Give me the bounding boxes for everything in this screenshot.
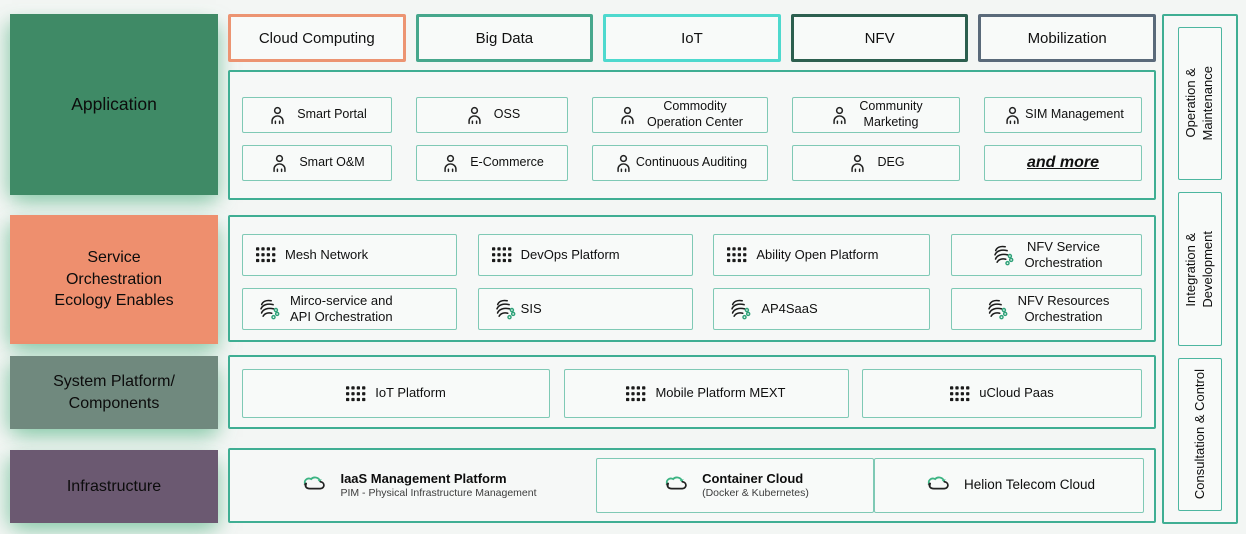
layer-block-application: Application <box>10 14 218 195</box>
app-item-label: Continuous Auditing <box>635 155 748 170</box>
tab-mobilization: Mobilization <box>978 14 1156 62</box>
infra-item-title: IaaS Management Platform <box>340 470 507 486</box>
person-icon <box>617 105 638 126</box>
cloud-sync-icon <box>923 474 952 497</box>
layer-block-infrastructure: Infrastructure <box>10 450 218 523</box>
app-item-label: Commodity Operation Center <box>647 99 743 129</box>
rail-item-label: Consultation & Control <box>1191 369 1207 500</box>
right-rail: Operation & Maintenance Integration & De… <box>1162 14 1238 524</box>
service-item-ap4saas: AP4SaaS <box>713 288 931 330</box>
service-item-label: NFV Service Orchestration <box>1024 238 1103 270</box>
infra-item-helion-telecom-cloud: Helion Telecom Cloud <box>874 458 1144 513</box>
rail-item-operation-maintenance: Operation & Maintenance <box>1178 27 1222 181</box>
service-item-label: NFV Resources Orchestration <box>1017 292 1110 324</box>
app-item-and-more: and more <box>984 145 1142 181</box>
app-grid-icon <box>950 386 970 402</box>
service-item-nfv-service-orchestration: NFV Service Orchestration <box>950 234 1142 276</box>
infra-item-title: Container Cloud <box>702 470 804 486</box>
app-grid-icon <box>626 386 646 402</box>
orchestration-wave-icon <box>727 297 752 321</box>
infra-item-iaas-management-platform: IaaS Management Platform PIM - Physical … <box>240 458 596 513</box>
app-item-label: OSS <box>493 107 521 122</box>
system-item-ucloud-paas: uCloud Paas <box>862 369 1142 418</box>
service-item-label: AP4SaaS <box>761 300 818 316</box>
service-item-sis: SIS <box>477 288 693 330</box>
service-item-devops-platform: DevOps Platform <box>477 234 693 276</box>
service-item-label: Ability Open Platform <box>756 246 879 262</box>
and-more-label: and more <box>1026 154 1099 171</box>
application-row: Smart Portal OSS Commodity Operation Cen… <box>228 70 1156 200</box>
rail-item-label: Operation & Maintenance <box>1183 66 1215 141</box>
app-item-label: DEG <box>877 155 905 170</box>
app-grid-icon <box>492 247 512 263</box>
service-item-label: SIS <box>520 300 542 316</box>
cloud-sync-icon <box>299 474 328 497</box>
infra-item-subtitle: (Docker & Kubernetes) <box>702 486 809 499</box>
layer-block-system-platform: System Platform/ Components <box>10 356 218 429</box>
infrastructure-row: IaaS Management Platform PIM - Physical … <box>228 448 1156 523</box>
infra-item-container-cloud: Container Cloud (Docker & Kubernetes) <box>596 458 874 513</box>
cloud-sync-icon <box>661 474 690 497</box>
app-item-label: E-Commerce <box>470 155 544 170</box>
app-item-smart-om: Smart O&M <box>242 145 392 181</box>
service-item-ability-open-platform: Ability Open Platform <box>713 234 931 276</box>
app-item-e-commerce: E-Commerce <box>416 145 568 181</box>
person-icon <box>613 153 634 174</box>
app-item-smart-portal: Smart Portal <box>242 97 392 133</box>
app-item-sim-management: SIM Management <box>984 97 1142 133</box>
system-item-label: uCloud Paas <box>979 385 1054 401</box>
system-platform-row: IoT Platform Mobile Platform MEXT uCloud… <box>228 355 1156 429</box>
app-item-oss: OSS <box>416 97 568 133</box>
service-item-label: DevOps Platform <box>520 246 620 262</box>
app-grid-icon <box>256 247 276 263</box>
orchestration-wave-icon <box>256 297 281 321</box>
app-item-community-marketing: Community Marketing <box>792 97 960 133</box>
tab-nfv: NFV <box>790 14 969 62</box>
app-item-label: SIM Management <box>1025 107 1124 122</box>
tab-big-data: Big Data <box>415 14 594 62</box>
orchestration-wave-icon <box>984 297 1009 321</box>
app-item-label: Smart Portal <box>297 107 367 122</box>
app-item-continuous-auditing: Continuous Auditing <box>592 145 768 181</box>
rail-item-consultation-control: Consultation & Control <box>1178 357 1222 511</box>
orchestration-wave-icon <box>990 243 1015 267</box>
person-icon <box>847 153 868 174</box>
app-item-label: Smart O&M <box>299 155 365 170</box>
person-icon <box>829 105 850 126</box>
person-icon <box>1002 105 1023 126</box>
tab-iot: IoT <box>603 14 781 62</box>
tab-cloud-computing: Cloud Computing <box>228 14 406 62</box>
app-grid-icon <box>727 247 747 263</box>
person-icon <box>464 105 485 126</box>
service-item-label: Mirco-service and API Orchestration <box>290 292 393 324</box>
infra-item-title: Helion Telecom Cloud <box>963 477 1096 493</box>
app-item-deg: DEG <box>792 145 960 181</box>
domain-tabs: Cloud Computing Big Data IoT NFV Mobiliz… <box>228 14 1156 62</box>
system-item-iot-platform: IoT Platform <box>242 369 550 418</box>
infra-item-subtitle: PIM - Physical Infrastructure Management <box>340 486 537 499</box>
app-item-commodity-operation-center: Commodity Operation Center <box>592 97 768 133</box>
app-item-label: Community Marketing <box>859 99 923 129</box>
app-grid-icon <box>346 386 366 402</box>
layer-block-service-orchestration: Service Orchestration Ecology Enables <box>10 215 218 344</box>
system-item-label: IoT Platform <box>375 385 446 401</box>
rail-item-label: Integration & Development <box>1183 230 1215 308</box>
service-item-mesh-network: Mesh Network <box>242 234 457 276</box>
person-icon <box>267 105 288 126</box>
service-item-nfv-resources-orchestration: NFV Resources Orchestration <box>950 288 1142 330</box>
person-icon <box>440 153 461 174</box>
rail-item-integration-development: Integration & Development <box>1178 192 1222 346</box>
service-orchestration-row: Mesh Network DevOps Platform Ability Ope… <box>228 215 1156 342</box>
service-item-micro-service-api-orchestration: Mirco-service and API Orchestration <box>242 288 457 330</box>
system-item-label: Mobile Platform MEXT <box>655 385 786 401</box>
orchestration-wave-icon <box>492 297 517 321</box>
system-item-mobile-platform-mext: Mobile Platform MEXT <box>563 369 849 418</box>
person-icon <box>269 153 290 174</box>
service-item-label: Mesh Network <box>285 246 369 262</box>
